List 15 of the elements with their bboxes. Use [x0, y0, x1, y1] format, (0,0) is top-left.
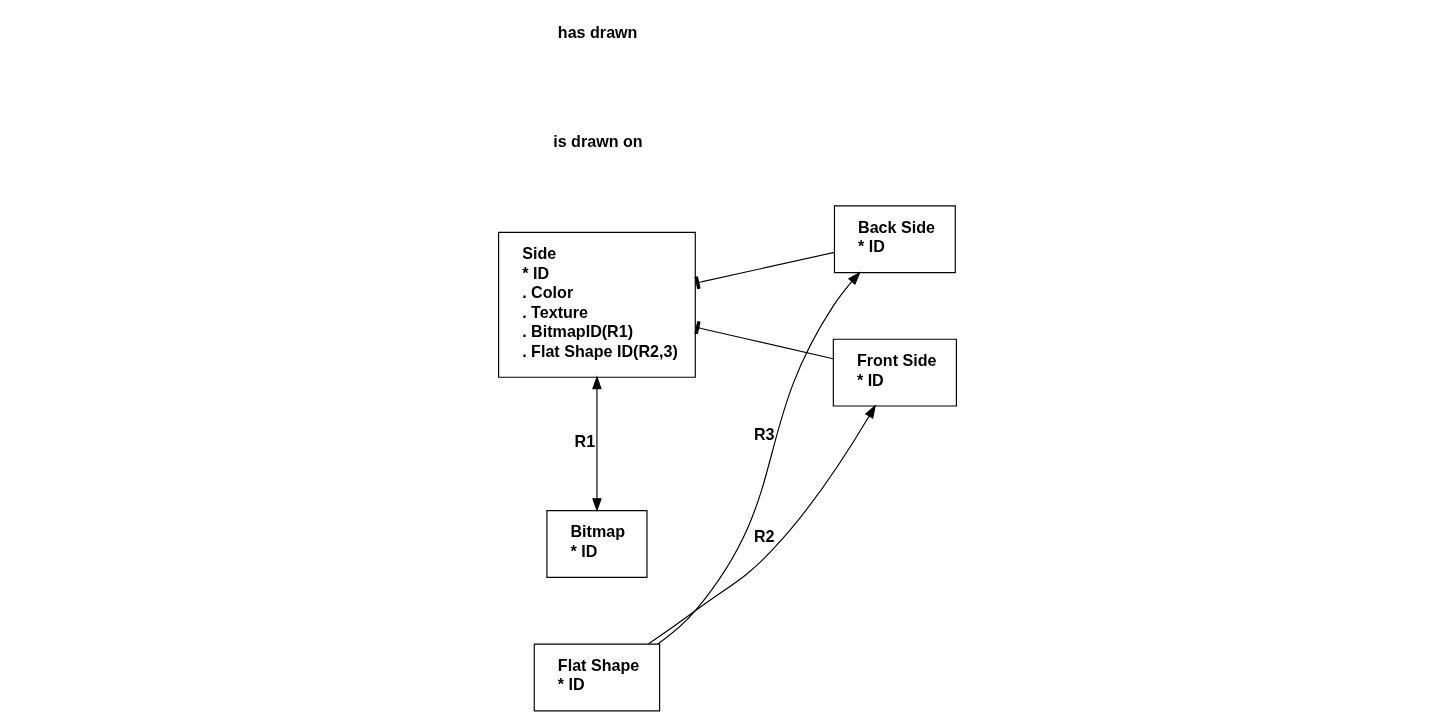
arrow — [656, 271, 861, 645]
label: is drawn on — [552, 131, 643, 150]
edge-label: R2 — [753, 526, 775, 545]
edge-label: R1 — [574, 432, 595, 451]
node-box: Front Side * ID — [832, 338, 957, 407]
node-box: Flat Shape * ID — [533, 643, 660, 712]
edge-label: R3 — [753, 424, 775, 443]
connector — [693, 321, 834, 360]
connector — [694, 251, 835, 290]
arrow — [591, 375, 602, 512]
label: has drawn — [557, 22, 637, 41]
arrow — [647, 404, 876, 645]
node-box: Side * ID . Color . Texture . BitmapID(R1) . Flat Shape ID(R2,3) — [497, 231, 696, 378]
node-box: Back Side * ID — [833, 205, 956, 274]
node-box: Bitmap * ID — [545, 510, 648, 578]
